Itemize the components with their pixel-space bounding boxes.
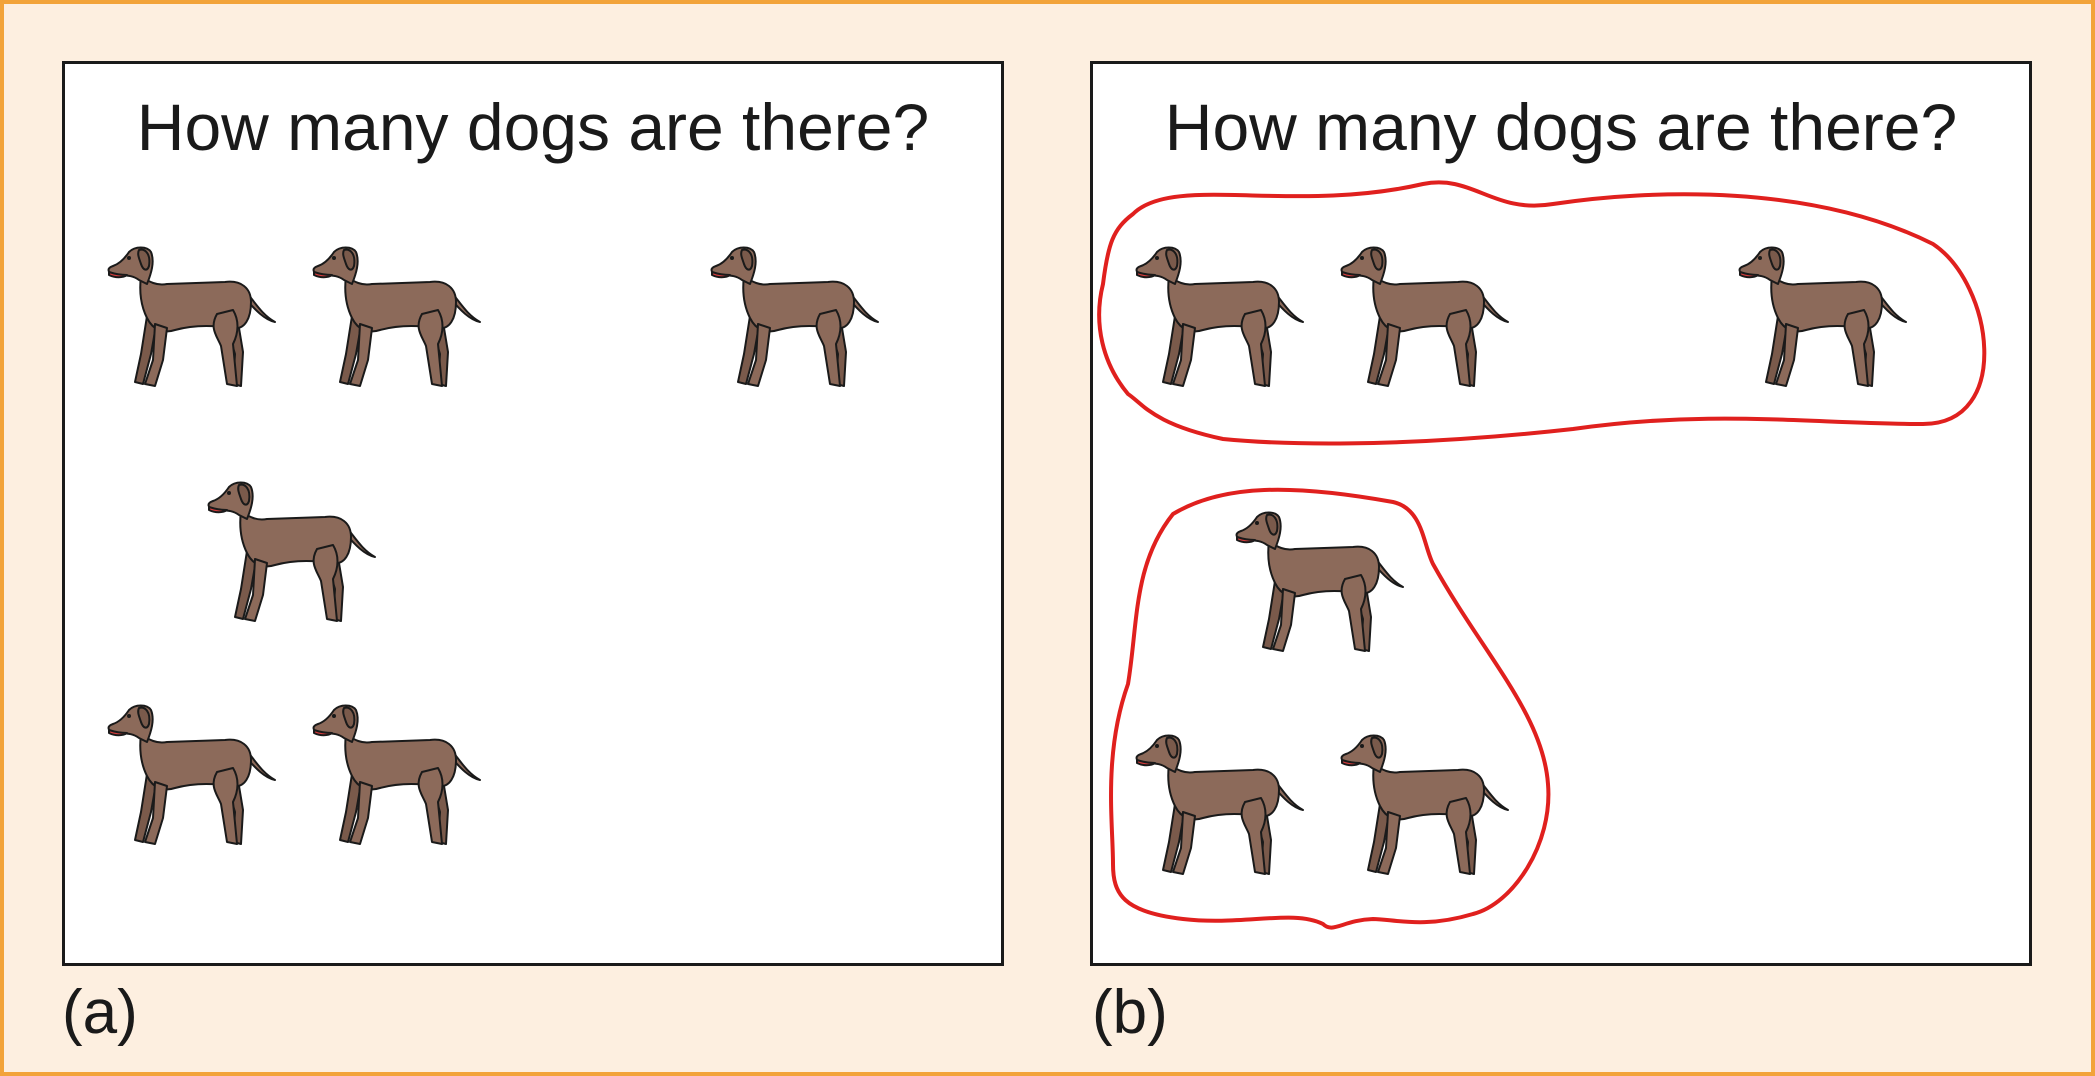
question-title-a: How many dogs are there? xyxy=(136,90,930,164)
dog-icon xyxy=(205,479,385,629)
dog-icon xyxy=(310,244,490,394)
dog-icon xyxy=(105,244,285,394)
group-outline-top xyxy=(1097,180,1987,446)
dog-icon xyxy=(105,702,285,852)
panel-caption-a: (a) xyxy=(62,978,138,1047)
panel-a: How many dogs are there? xyxy=(62,61,1004,966)
dog-icon xyxy=(708,244,888,394)
dog-icon xyxy=(1133,244,1313,394)
dog-icon xyxy=(310,702,490,852)
panel-caption-b: (b) xyxy=(1092,978,1168,1047)
dog-icon xyxy=(1233,509,1413,659)
question-title-b: How many dogs are there? xyxy=(1164,90,1958,164)
dog-icon xyxy=(1736,244,1916,394)
dog-icon xyxy=(1133,732,1313,882)
dog-icon xyxy=(1338,732,1518,882)
group-outline-bottom xyxy=(1109,487,1551,930)
dog-icon xyxy=(1338,244,1518,394)
panel-b: How many dogs are there? xyxy=(1090,61,2032,966)
